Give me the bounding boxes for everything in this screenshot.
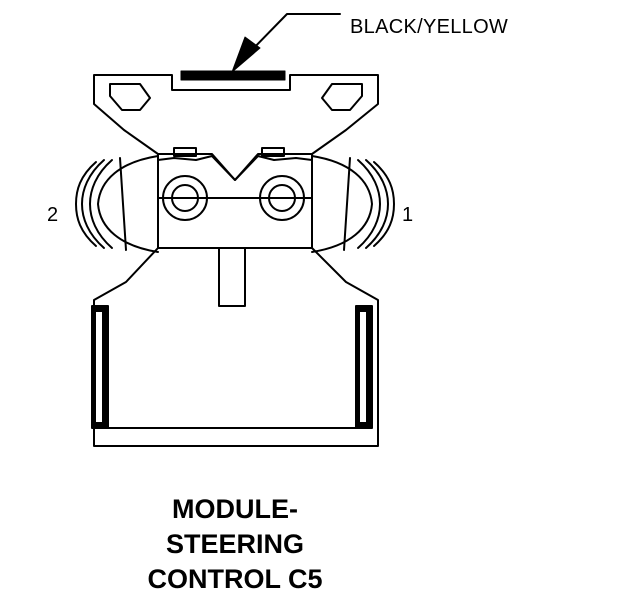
title-line-2: STEERING bbox=[165, 529, 305, 559]
left-latch-window bbox=[109, 83, 151, 111]
right-cavity-tab bbox=[261, 147, 285, 157]
pin-number-1-label: 1 bbox=[402, 204, 414, 226]
cavity-housing bbox=[157, 155, 313, 249]
left-grip-slot bbox=[91, 305, 109, 429]
connector-title: MODULE- STEERING CONTROL C5 bbox=[110, 492, 360, 597]
callout-leader bbox=[231, 13, 341, 73]
connector-body bbox=[93, 74, 379, 447]
polarizing-notch bbox=[179, 153, 291, 181]
pin-number-2-label: 2 bbox=[47, 204, 59, 226]
title-line-1: MODULE- bbox=[172, 494, 298, 524]
right-side-lock bbox=[311, 155, 395, 253]
center-lock-tab bbox=[218, 247, 246, 307]
left-cavity-tab bbox=[173, 147, 197, 157]
title-line-3: CONTROL C5 bbox=[147, 564, 323, 594]
wire-terminal-bar bbox=[180, 70, 286, 81]
left-side-lock bbox=[75, 155, 159, 253]
right-latch-window bbox=[321, 83, 363, 111]
wire-color-label: BLACK/YELLOW bbox=[350, 16, 509, 38]
terminal-cavity-2 bbox=[162, 175, 208, 221]
terminal-cavity-1 bbox=[259, 175, 305, 221]
right-grip-slot bbox=[355, 305, 373, 429]
